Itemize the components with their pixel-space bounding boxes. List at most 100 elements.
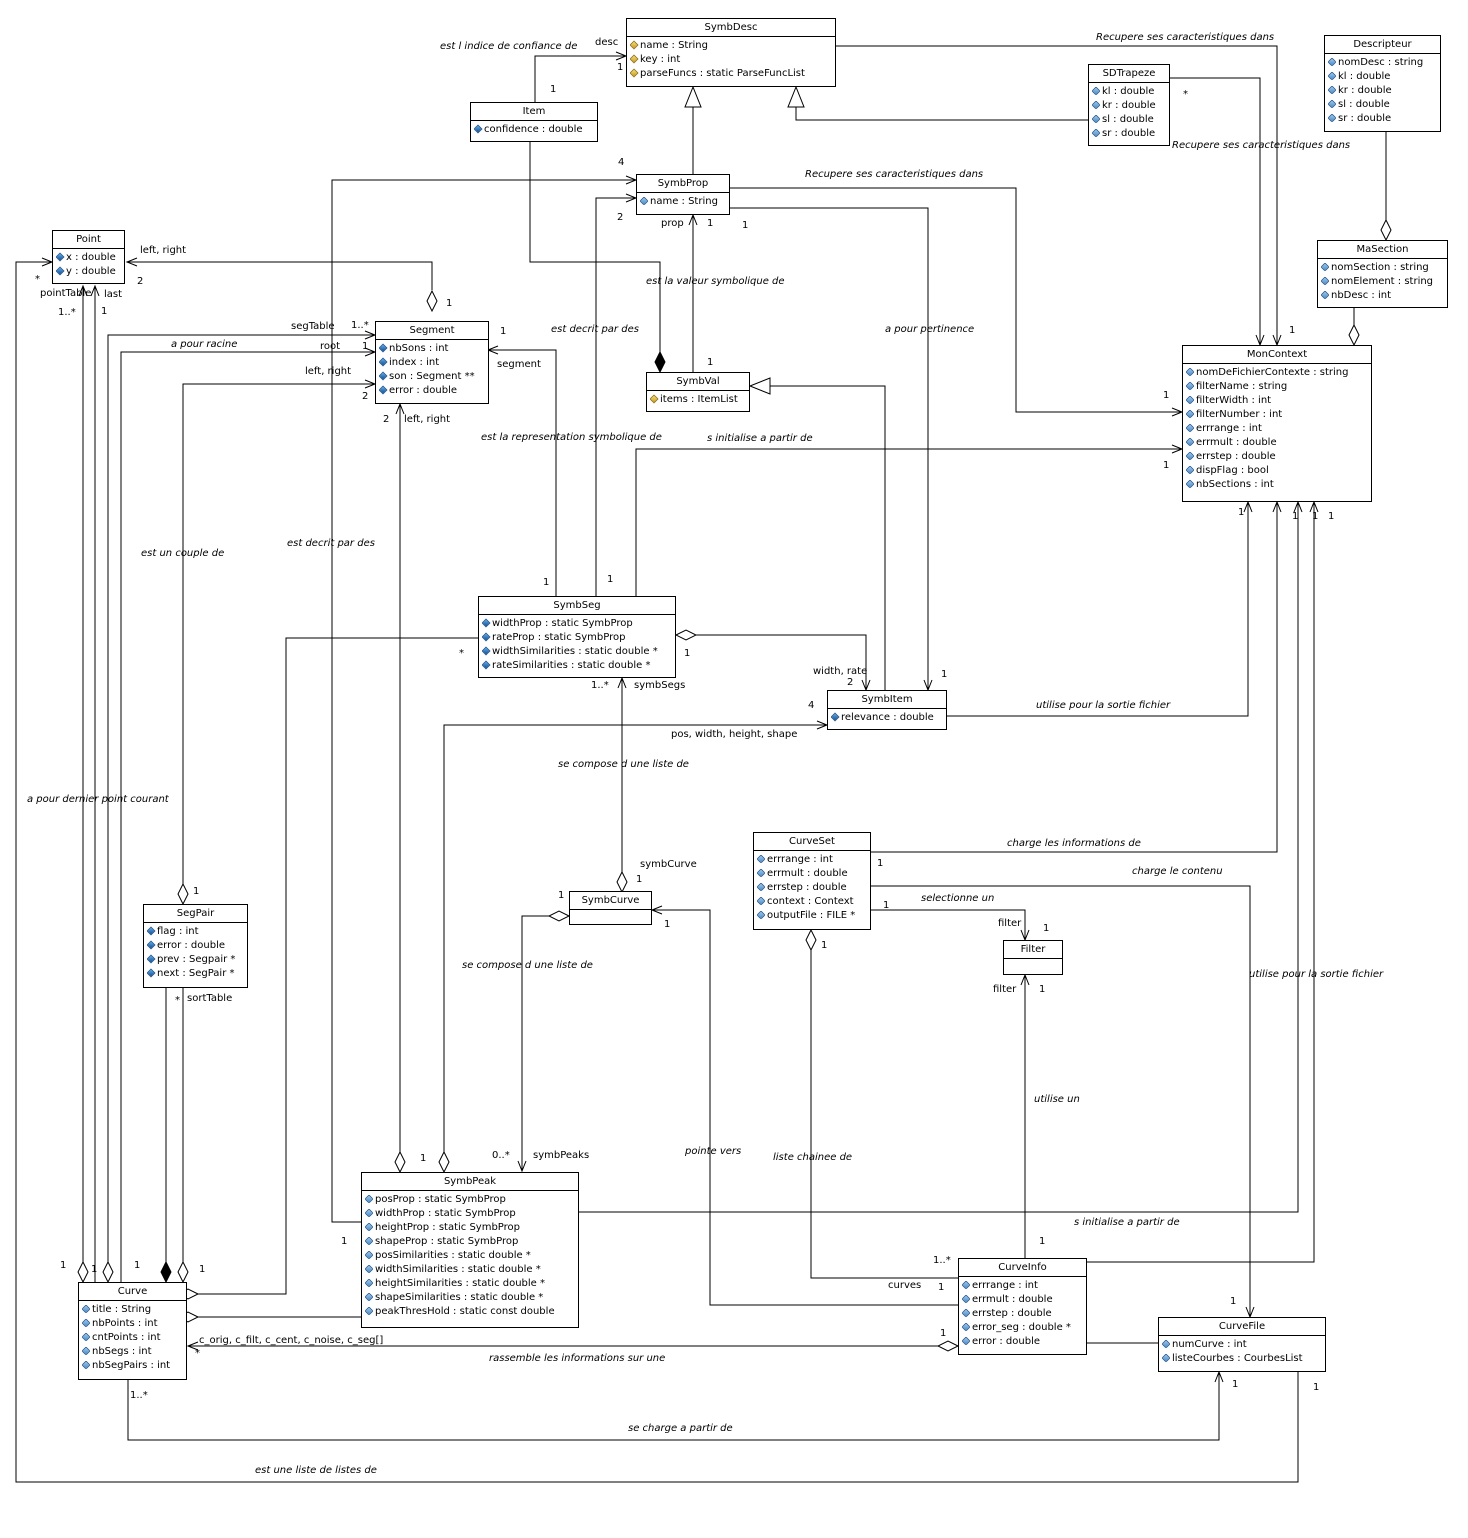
multiplicity: 1 xyxy=(1039,1236,1046,1247)
attribute-icon xyxy=(962,1322,971,1332)
attribute: widthProp : static SymbProp xyxy=(365,1207,575,1221)
class-segment[interactable]: Segment nbSons : int index : int son : S… xyxy=(375,321,489,404)
attribute-text: nomDeFichierContexte : string xyxy=(1196,367,1349,378)
attribute-icon xyxy=(1328,85,1337,95)
multiplicity: 4 xyxy=(808,700,815,711)
multiplicity: * xyxy=(459,648,464,659)
attribute: dispFlag : bool xyxy=(1186,464,1368,478)
class-curveinfo[interactable]: CurveInfo errrange : int errmult : doubl… xyxy=(958,1258,1087,1355)
attribute-icon xyxy=(1321,276,1330,286)
attribute-icon xyxy=(962,1308,971,1318)
attribute-text: name : String xyxy=(650,196,718,207)
multiplicity: 1..* xyxy=(130,1390,148,1401)
assoc-label: rassemble les informations sur une xyxy=(489,1353,666,1364)
attribute-icon xyxy=(365,1278,374,1288)
multiplicity: 1 xyxy=(707,357,714,368)
class-name: SymbItem xyxy=(828,691,946,709)
attribute: widthProp : static SymbProp xyxy=(482,617,672,631)
attribute-list: posProp : static SymbProp widthProp : st… xyxy=(362,1191,578,1319)
attribute-text: x : double xyxy=(66,252,116,263)
attribute-icon xyxy=(1186,437,1195,447)
class-item[interactable]: Item confidence : double xyxy=(470,102,598,142)
attribute: errmult : double xyxy=(757,867,867,881)
class-curveset[interactable]: CurveSet errrange : int errmult : double… xyxy=(753,832,871,930)
attribute: posProp : static SymbProp xyxy=(365,1193,575,1207)
attribute-list: errrange : int errmult : double errstep … xyxy=(754,851,870,923)
class-symbseg[interactable]: SymbSeg widthProp : static SymbProp rate… xyxy=(478,596,676,678)
attribute-list: nbSons : int index : int son : Segment *… xyxy=(376,340,488,398)
assoc-label: est une liste de listes de xyxy=(255,1465,377,1476)
attribute-text: error_seg : double * xyxy=(972,1322,1071,1333)
attribute-icon xyxy=(482,618,491,628)
attribute-icon xyxy=(365,1264,374,1274)
attribute: items : ItemList xyxy=(650,393,746,407)
attribute-text: kl : double xyxy=(1338,71,1391,82)
attribute-icon xyxy=(147,940,156,950)
class-descripteur[interactable]: Descripteur nomDesc : string kl : double… xyxy=(1324,35,1441,132)
class-symbdesc[interactable]: SymbDesc name : String key : int parseFu… xyxy=(626,18,836,87)
class-masection[interactable]: MaSection nomSection : string nomElement… xyxy=(1317,240,1448,308)
role-label: filter xyxy=(998,918,1022,929)
multiplicity: 1 xyxy=(940,1328,947,1339)
attribute-text: numCurve : int xyxy=(1172,1339,1247,1350)
attribute-text: listeCourbes : CourbesList xyxy=(1172,1353,1303,1364)
class-name: Curve xyxy=(79,1283,186,1301)
attribute: heightProp : static SymbProp xyxy=(365,1221,575,1235)
role-label: prop xyxy=(661,218,684,229)
class-symbpeak[interactable]: SymbPeak posProp : static SymbProp width… xyxy=(361,1172,579,1328)
multiplicity: * xyxy=(35,274,40,285)
attribute-text: filterWidth : int xyxy=(1196,395,1272,406)
attribute-icon xyxy=(962,1336,971,1346)
class-point[interactable]: Point x : double y : double xyxy=(52,230,125,284)
attribute-icon xyxy=(82,1346,91,1356)
assoc-label: Recupere ses caracteristiques dans xyxy=(805,169,984,180)
class-symbprop[interactable]: SymbProp name : String xyxy=(636,174,730,215)
attribute: numCurve : int xyxy=(1162,1338,1322,1352)
attribute: nbDesc : int xyxy=(1321,289,1444,303)
attribute-text: errmult : double xyxy=(1196,437,1277,448)
class-symbitem[interactable]: SymbItem relevance : double xyxy=(827,690,947,730)
attribute-icon xyxy=(962,1280,971,1290)
attribute-text: sl : double xyxy=(1102,114,1154,125)
class-symbval[interactable]: SymbVal items : ItemList xyxy=(646,372,750,412)
assoc-label: est decrit par des xyxy=(551,324,639,335)
multiplicity: 1..* xyxy=(58,307,76,318)
attribute-text: errrange : int xyxy=(1196,423,1262,434)
attribute: name : String xyxy=(640,195,726,209)
assoc-label: pointe vers xyxy=(685,1146,742,1157)
class-symbcurve[interactable]: SymbCurve xyxy=(569,891,652,925)
multiplicity: 1 xyxy=(707,218,714,229)
role-label: segment xyxy=(497,359,541,370)
multiplicity: 1 xyxy=(821,940,828,951)
attribute-text: title : String xyxy=(92,1304,152,1315)
attribute-icon xyxy=(1186,465,1195,475)
multiplicity: 1 xyxy=(500,326,507,337)
multiplicity: 1 xyxy=(1313,1382,1320,1393)
attribute: errstep : double xyxy=(1186,450,1368,464)
class-moncontext[interactable]: MonContext nomDeFichierContexte : string… xyxy=(1182,345,1372,502)
role-label: sortTable xyxy=(187,993,233,1004)
class-segpair[interactable]: SegPair flag : int error : double prev :… xyxy=(143,904,248,988)
attribute: errmult : double xyxy=(962,1293,1083,1307)
class-sdtrapeze[interactable]: SDTrapeze kl : double kr : double sl : d… xyxy=(1088,64,1170,146)
class-curve[interactable]: Curve title : String nbPoints : int cntP… xyxy=(78,1282,187,1380)
attribute-text: sl : double xyxy=(1338,99,1390,110)
class-curvefile[interactable]: CurveFile numCurve : int listeCourbes : … xyxy=(1158,1317,1326,1372)
attribute-text: nomDesc : string xyxy=(1338,57,1424,68)
attribute: index : int xyxy=(379,356,485,370)
assoc-label: Recupere ses caracteristiques dans xyxy=(1172,140,1351,151)
attribute-list: errrange : int errmult : double errstep … xyxy=(959,1277,1086,1349)
multiplicity: 1 xyxy=(1292,511,1299,522)
attribute-text: rateSimilarities : static double * xyxy=(492,660,651,671)
attribute-text: errmult : double xyxy=(767,868,848,879)
attribute-icon xyxy=(365,1306,374,1316)
attribute: key : int xyxy=(630,53,832,67)
attribute-text: key : int xyxy=(640,54,681,65)
class-name: Descripteur xyxy=(1325,36,1440,54)
attribute-text: errstep : double xyxy=(767,882,847,893)
multiplicity: 0..* xyxy=(492,1150,510,1161)
attribute-icon xyxy=(1186,423,1195,433)
multiplicity: 1 xyxy=(877,858,884,869)
class-filter[interactable]: Filter xyxy=(1003,940,1063,975)
attribute: relevance : double xyxy=(831,711,943,725)
